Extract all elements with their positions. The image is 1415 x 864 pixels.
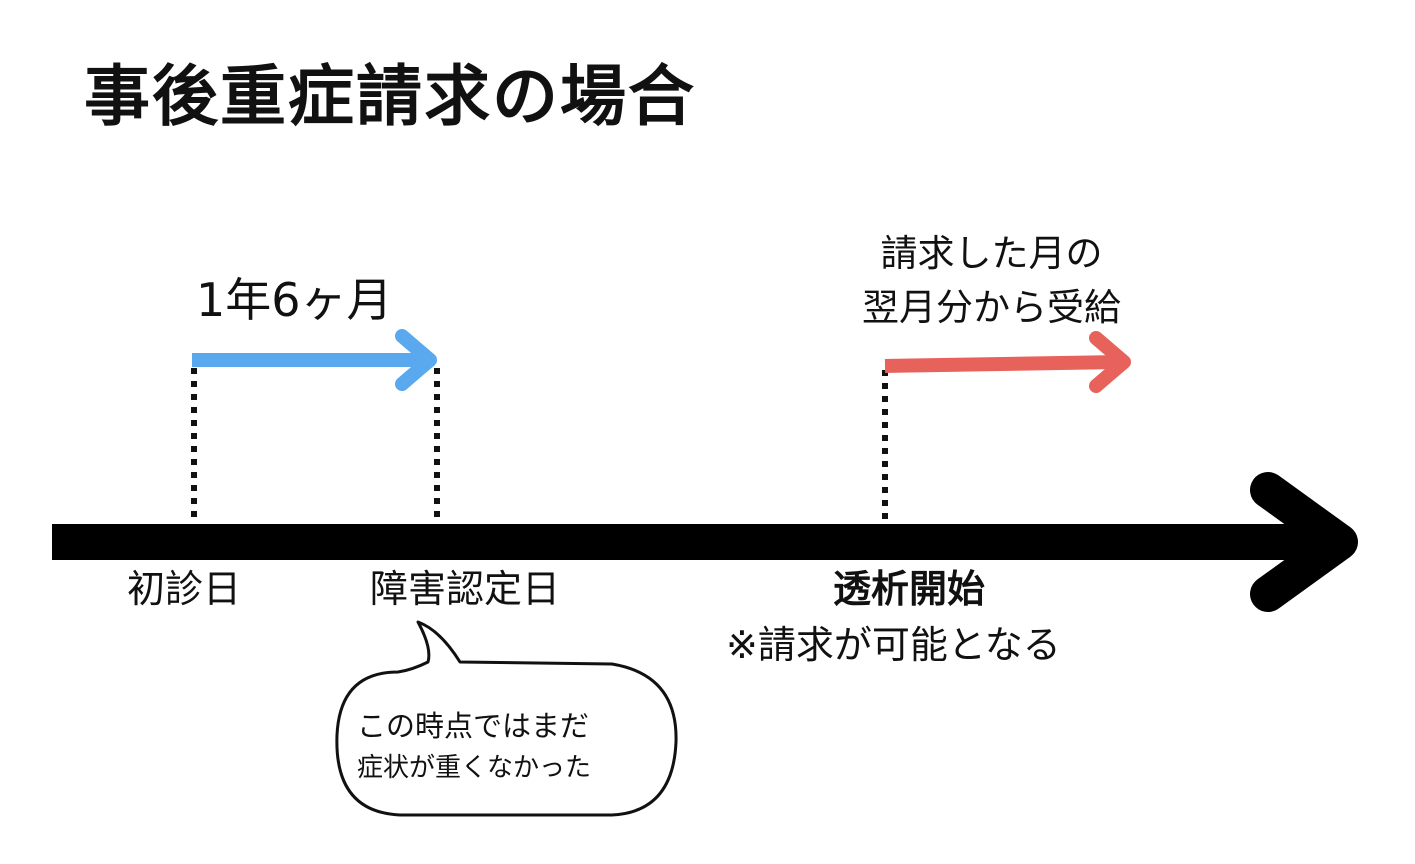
callout-text: この時点ではまだ 症状が重くなかった xyxy=(357,705,591,788)
duration-label: 1年6ヶ月 xyxy=(196,273,393,327)
callout-bubble xyxy=(335,620,678,817)
callout-line2: 症状が重くなかった xyxy=(357,752,592,783)
payment-note: 請求した月の 翌月分から受給 xyxy=(862,227,1121,334)
page-title: 事後重症請求の場合 xyxy=(84,58,696,135)
payment-arrow xyxy=(884,331,1131,393)
label-first-visit: 初診日 xyxy=(127,567,242,611)
payment-note-line1: 請求した月の xyxy=(880,232,1103,275)
period-arrow xyxy=(192,329,437,391)
callout-line1: この時点ではまだ xyxy=(357,709,590,743)
payment-note-line2: 翌月分から受給 xyxy=(862,285,1121,329)
label-dialysis-start: 透析開始 xyxy=(833,567,986,611)
label-claim-possible: ※請求が可能となる xyxy=(726,623,1061,667)
label-recognition-date: 障害認定日 xyxy=(370,567,561,611)
timeline-arrowhead xyxy=(1250,472,1358,612)
